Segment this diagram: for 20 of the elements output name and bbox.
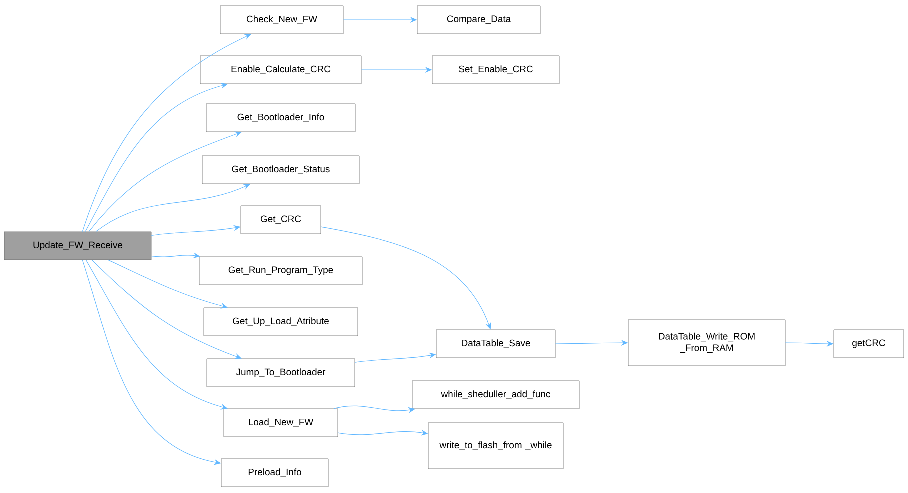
function-box: write_to_flash_from _while <box>428 422 564 470</box>
function-box: DataTable_Save <box>436 330 556 358</box>
function-box: Check_New_FW <box>220 6 344 34</box>
arrow <box>92 260 242 360</box>
function-box: Get_Bootloader_Info <box>206 104 356 132</box>
function-box: Set_Enable_CRC <box>432 56 560 84</box>
function-box: Load_New_FW <box>224 408 338 438</box>
function-box: Get_Run_Program_Type <box>199 256 363 286</box>
function-box: Preload_Info <box>221 458 329 488</box>
function-box: DataTable_Write_ROM _From_RAM <box>628 320 786 366</box>
arrow <box>88 132 242 232</box>
function-box: Enable_Calculate_CRC <box>200 56 362 84</box>
function-box: Compare_Data <box>417 6 541 34</box>
function-box: getCRC <box>834 330 904 358</box>
function-box: Get_CRC <box>240 206 322 234</box>
function-box: Jump_To_Bootloader <box>206 358 356 388</box>
function-box: Get_Bootloader_Status <box>202 156 360 184</box>
function-box: while_sheduller_add_func <box>412 380 580 410</box>
function-box: Get_Up_Load_Atribute <box>204 308 358 336</box>
function-box: Update_FW_Receive <box>4 232 152 260</box>
